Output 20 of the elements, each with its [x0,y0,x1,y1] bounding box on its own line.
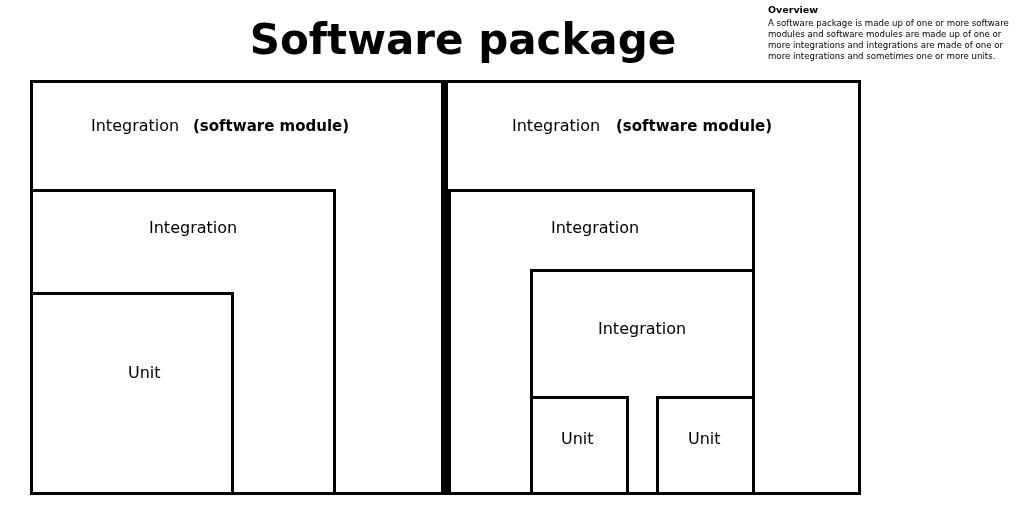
box-label: Integration [551,218,640,238]
box-label: Unit [561,429,594,449]
unit-box [30,292,234,495]
box-label: Integration [149,218,238,238]
integration-box [530,269,755,495]
box-label: Integration [598,319,687,339]
box-sublabel: (software module) [193,116,350,136]
package-heading: Software package [248,14,678,66]
note-heading: Overview [768,4,820,15]
box-sublabel: (software module) [616,116,773,136]
box-label: Unit [128,363,161,383]
box-label: Unit [688,429,721,449]
note-text: A software package is made up of one or more software modules and software modules are made up of one or more integrations and integrations are made of one or more integrations and sometimes one or more units. [768,18,1010,62]
box-label: Integration [91,116,180,136]
module-box [30,80,446,495]
integration-box [30,189,336,495]
integration-box [448,189,755,495]
box-label: Integration [512,116,601,136]
unit-box [656,396,755,495]
unit-box [530,396,629,495]
